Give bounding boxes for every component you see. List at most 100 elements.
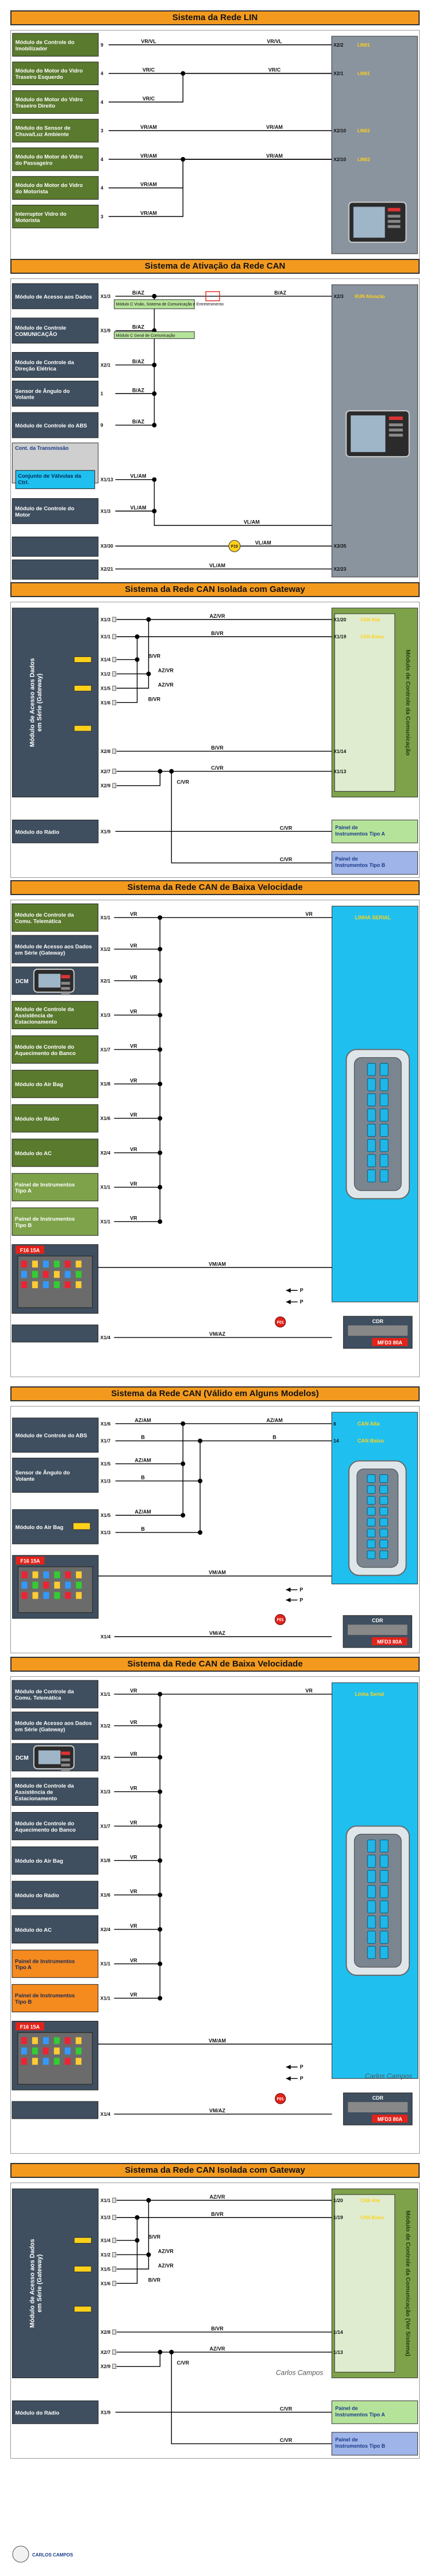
pin-label: 1/13 [333, 2349, 343, 2355]
wire-color-label: AZ/VR [158, 667, 174, 673]
module-label: Tipo A [15, 1965, 32, 1971]
splice-point [158, 1893, 163, 1898]
wire-color-label: C/VR [177, 2360, 190, 2366]
connector-pin [112, 783, 117, 788]
ground-symbol: P [286, 1299, 304, 1305]
pin-label: X3/30 [101, 543, 113, 549]
logo-icon [12, 2546, 29, 2563]
wire-color-label: C/VR [177, 779, 190, 785]
module-label: Painel de Instrumentos [15, 1958, 75, 1965]
instrument-panel-a [331, 819, 419, 843]
wire-color-label: VR [130, 1889, 137, 1894]
instrument-panel-a [331, 2400, 419, 2424]
splice-point [158, 769, 163, 774]
signature: Carlos Campos [276, 2369, 323, 2377]
wire [171, 831, 332, 863]
wire [116, 2254, 149, 2270]
module-box [11, 2101, 99, 2119]
wire-color-label: B [272, 1435, 277, 1440]
module-label: Módulo de Controle da [15, 360, 74, 366]
wire-color-label: VL/AM [209, 563, 225, 568]
connector-pin [112, 2364, 117, 2369]
bus-label: LINHA SERIAL [355, 915, 391, 920]
module-label: Assistência de [15, 1013, 53, 1019]
pin-label: X2/1 [101, 362, 111, 368]
pin-label: 14 [333, 1438, 339, 1444]
connector-pin [112, 2215, 117, 2220]
communication-control-module: Módulo de Controle da Comunicação [331, 607, 419, 798]
wire-color-label: VL/AM [130, 505, 147, 510]
pin-label: 9 [101, 42, 103, 48]
wire-color-label: VR [130, 1146, 137, 1152]
pin-label: X1/8 [101, 1081, 111, 1087]
pin-label: X1/2 [101, 671, 111, 677]
module-label: Módulo do Rádio [15, 2410, 59, 2416]
module-label: Sensor de Ângulo do [15, 388, 70, 395]
connector-pin [112, 769, 117, 774]
scan-tool-icon [33, 1745, 75, 1772]
pin-label: X2/7 [101, 2349, 111, 2355]
connector-pin [112, 2252, 117, 2257]
module-label: Módulo do Motor do Vidro [16, 182, 83, 189]
pin-label: X2/1 [101, 978, 111, 984]
splice-point [158, 1996, 163, 2001]
pin-label: X1/1 [101, 1691, 111, 1697]
module-label: Módulo do Motor do Vidro [16, 154, 83, 160]
fuse-label: F16 15A [20, 1558, 40, 1564]
wire-color-label: C/VR [280, 825, 293, 831]
power-source-icon [275, 2093, 286, 2104]
module-label: Painel de Instrumentos [15, 1993, 75, 1999]
module-label: Módulo do Motor do Vidro [16, 68, 83, 74]
pin-label: X1/6 [101, 1115, 111, 1121]
wire-color-label: VR [305, 911, 313, 917]
wire-color-label: VR [130, 1719, 137, 1725]
wire-color-label: AZ/AM [135, 1458, 151, 1463]
pin-label: X1/1 [101, 1961, 111, 1967]
instrument-panel-b [331, 2432, 419, 2456]
module-label: Aquecimento do Banco [15, 1050, 76, 1057]
wire-color-label: VL/AM [255, 540, 271, 545]
pin-label: X1/3 [101, 293, 111, 299]
wire-color-label: VR [130, 1992, 137, 1998]
wire-color-label: B/VR [148, 2234, 161, 2240]
module-label: Módulo de Controle da Comunicação (Ver S… [405, 2211, 411, 2356]
pin-label: X1/1 [101, 2197, 111, 2203]
splice-point [158, 2349, 163, 2355]
mfd-fuse-label: MFD3 80A [377, 2116, 402, 2122]
pin-label: X2/9 [101, 783, 111, 789]
low-speed-module: Módulo de Acesso aos Dadosem Série (Gate… [11, 935, 99, 964]
module-label: Módulo do Rádio [15, 1116, 59, 1122]
splice-point [169, 769, 174, 774]
pin-label: X1/20 [333, 617, 346, 622]
wire-color-label: B/AZ [132, 358, 144, 364]
module-label: Instrumentos Tipo A [335, 2411, 385, 2417]
section-title: Sistema da Rede CAN de Baixa Velocidade [10, 1657, 420, 1672]
pin-label: X1/5 [101, 685, 111, 691]
run-activation-label: RUN Ativação [355, 294, 385, 299]
module-label: Conjunto de Válvulas da [18, 473, 82, 480]
section-title: Sistema da Rede CAN de Baixa Velocidade [10, 880, 420, 895]
pin-label: X1/5 [101, 1461, 111, 1467]
wire-color-label: VR [130, 911, 137, 917]
module-label: Traseiro Esquerdo [16, 74, 63, 81]
module-label: Módulo de Controle da [15, 1007, 74, 1013]
connector-pin [112, 700, 117, 705]
wire [116, 659, 138, 703]
ground-label: P [300, 2064, 304, 2070]
wire-color-label: VR/AM [266, 153, 283, 159]
module-label: Comu. Telemática [15, 1695, 62, 1702]
ground-label: P [300, 1587, 303, 1592]
pin-label: 4 [101, 185, 103, 191]
ground-symbol: P [286, 1287, 304, 1293]
